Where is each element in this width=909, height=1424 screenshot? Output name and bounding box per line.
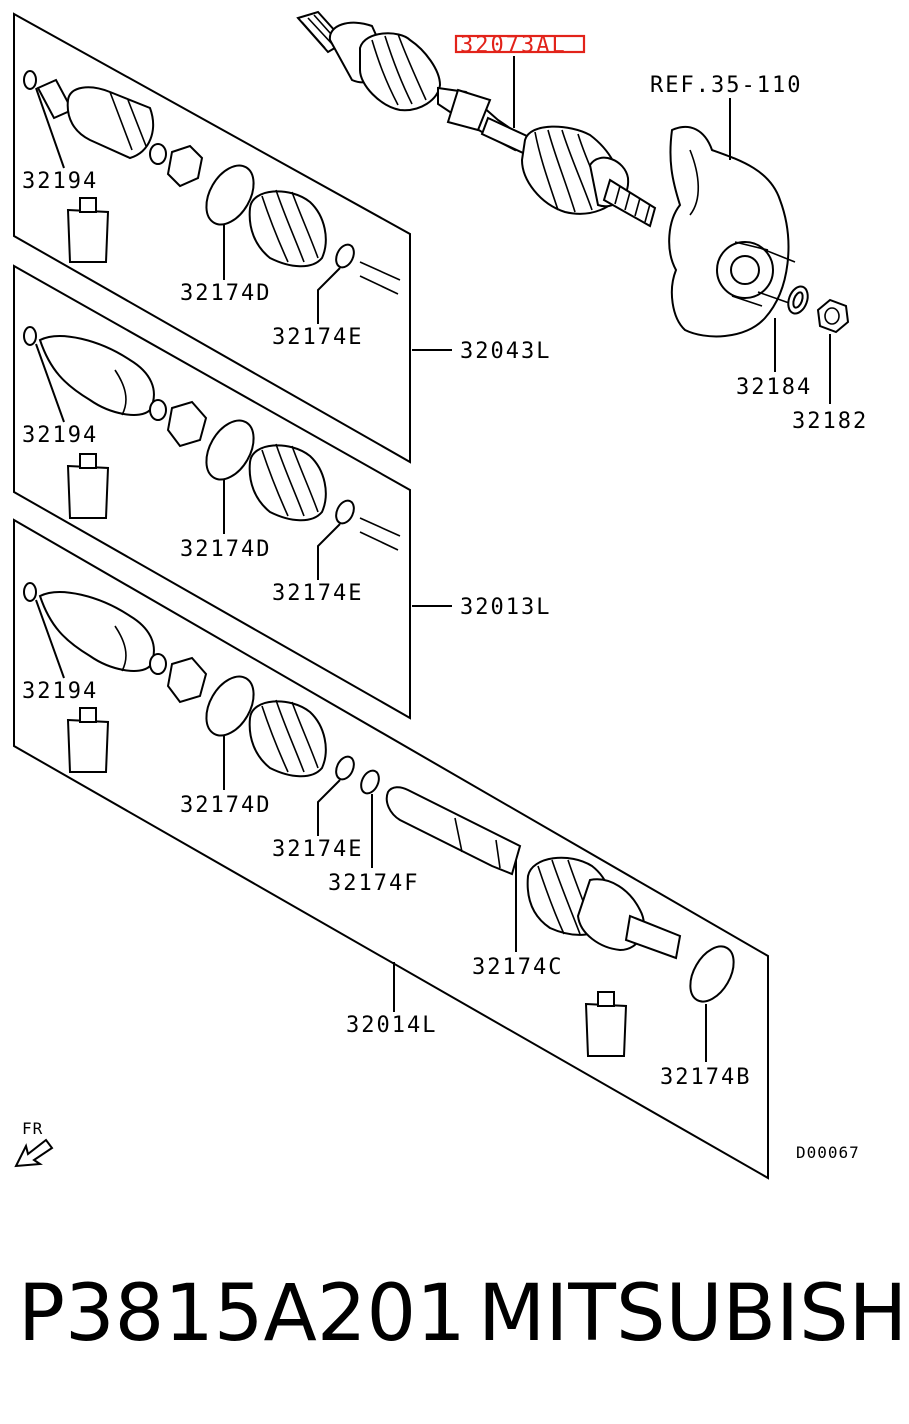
snap-ring-label-1[interactable]: 32194 xyxy=(22,169,98,194)
kit-label-lower[interactable]: 32014L xyxy=(346,1013,437,1038)
kit-label-middle[interactable]: 32013L xyxy=(460,595,551,620)
nut-washer xyxy=(787,285,809,315)
nut xyxy=(816,298,850,334)
kit-panel-middle xyxy=(13,264,411,720)
highlight-box xyxy=(454,34,586,54)
highlighted-part-label[interactable]: 32073AL xyxy=(460,33,567,58)
footer-brand: MITSUBISHI xyxy=(478,1269,909,1359)
kit-panel-upper xyxy=(13,12,411,464)
footer-part-number: P3815A201 xyxy=(18,1269,466,1359)
band-e-label-3[interactable]: 32174E xyxy=(272,837,363,862)
band-d-label-2[interactable]: 32174D xyxy=(180,537,271,562)
front-direction-indicator: FR xyxy=(14,1119,54,1168)
drive-shaft-assembly[interactable]: 32073AL xyxy=(296,10,657,228)
band-f-label[interactable]: 32174F xyxy=(328,871,419,896)
kit-label-upper[interactable]: 32043L xyxy=(460,339,551,364)
band-c-label[interactable]: 32174C xyxy=(472,955,563,980)
ref-knuckle-label[interactable]: REF.35-110 xyxy=(650,73,802,98)
drawing-code: D00067 xyxy=(796,1143,860,1162)
band-e-label-1[interactable]: 32174E xyxy=(272,325,363,350)
band-e-label-2[interactable]: 32174E xyxy=(272,581,363,606)
knuckle-hub xyxy=(668,125,796,338)
washer-label[interactable]: 32184 xyxy=(736,375,812,400)
band-d-label-1[interactable]: 32174D xyxy=(180,281,271,306)
kit-panel-lower xyxy=(13,518,769,1180)
band-d-label-3[interactable]: 32174D xyxy=(180,793,271,818)
snap-ring-label-3[interactable]: 32194 xyxy=(22,679,98,704)
band-b-label[interactable]: 32174B xyxy=(660,1065,751,1090)
orientation-label: FR xyxy=(22,1119,43,1138)
nut-label[interactable]: 32182 xyxy=(792,409,868,434)
front-arrow-icon xyxy=(14,1138,54,1168)
snap-ring-label-2[interactable]: 32194 xyxy=(22,423,98,448)
